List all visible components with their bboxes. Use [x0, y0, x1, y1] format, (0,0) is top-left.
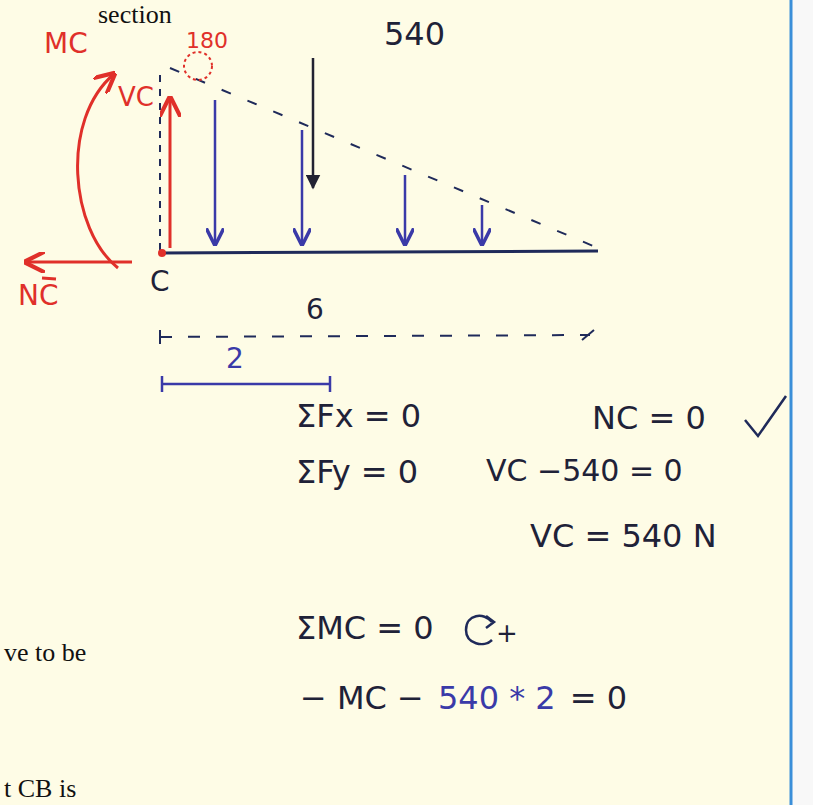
dimension-tick: [582, 330, 594, 340]
equation: ΣFx = 0: [296, 400, 421, 432]
page-text: t CB is: [4, 776, 76, 802]
panel-divider: [790, 0, 793, 805]
equation: VC = 540 N: [530, 520, 717, 552]
moment-arrow: [78, 74, 118, 268]
equation: NC = 0: [592, 402, 706, 434]
normal-arrow: [26, 261, 132, 264]
equation: = 0: [570, 682, 627, 714]
rotation-sign-head: [486, 616, 494, 628]
dimension-line: [160, 335, 590, 337]
beam: [160, 251, 598, 253]
dimension-bracket: [162, 376, 330, 392]
load-edge: [170, 68, 598, 248]
dotted-circle: [184, 52, 212, 80]
sign-convention: +: [496, 620, 518, 646]
point-label: C: [150, 268, 170, 296]
dimension-value: 6: [306, 296, 324, 324]
load-intensity: 180: [186, 30, 228, 52]
equation: VC −540 = 0: [486, 456, 683, 486]
equation: ΣMC = 0: [296, 612, 434, 644]
dimension-tick: [159, 330, 161, 344]
section-point: [158, 249, 166, 257]
load-edge: [159, 68, 161, 250]
load-arrows: [215, 100, 482, 244]
shear-arrow: [169, 98, 172, 248]
load-value: 540: [384, 18, 445, 50]
page-text: section: [98, 2, 172, 28]
resultant-arrow: [312, 58, 315, 188]
equation-term: 540 * 2: [438, 682, 556, 714]
equation: − MC −: [300, 682, 424, 714]
page-text: ve to be: [4, 640, 86, 666]
equation: ΣFy = 0: [296, 456, 418, 488]
shear-label: VC: [118, 84, 154, 110]
red-mark: [42, 278, 56, 279]
dimension-value: 2: [226, 345, 244, 373]
moment-label: MC: [44, 30, 88, 58]
normal-label: NC: [18, 282, 59, 310]
check-mark: [745, 396, 786, 436]
rotation-sign: [466, 616, 492, 644]
